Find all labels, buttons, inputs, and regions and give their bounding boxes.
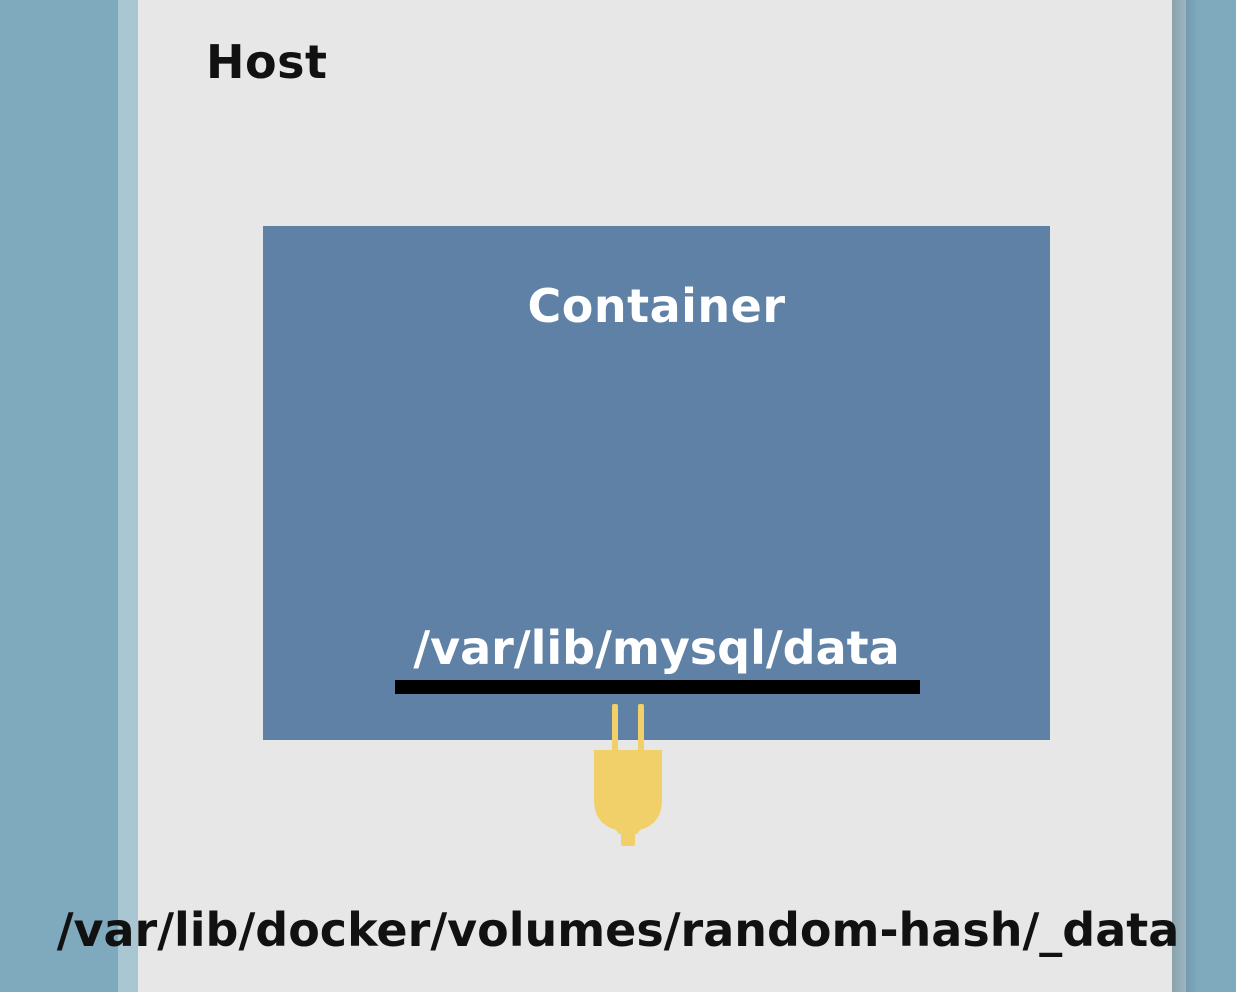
plug-icon	[594, 704, 662, 846]
mount-underline	[395, 680, 920, 694]
plug-cord	[621, 832, 635, 846]
plug-prong-right	[638, 704, 644, 752]
host-volume-path: /var/lib/docker/volumes/random-hash/_dat…	[56, 903, 1180, 957]
background-left	[0, 0, 118, 992]
container-box: Container /var/lib/mysql/data	[263, 226, 1050, 740]
plug-body	[594, 750, 662, 834]
container-title: Container	[527, 279, 786, 333]
plug-prong-left	[612, 704, 618, 752]
host-title: Host	[206, 35, 328, 89]
container-mount-path: /var/lib/mysql/data	[413, 621, 900, 675]
host-shadow	[1172, 0, 1198, 992]
background-right	[1186, 0, 1236, 992]
